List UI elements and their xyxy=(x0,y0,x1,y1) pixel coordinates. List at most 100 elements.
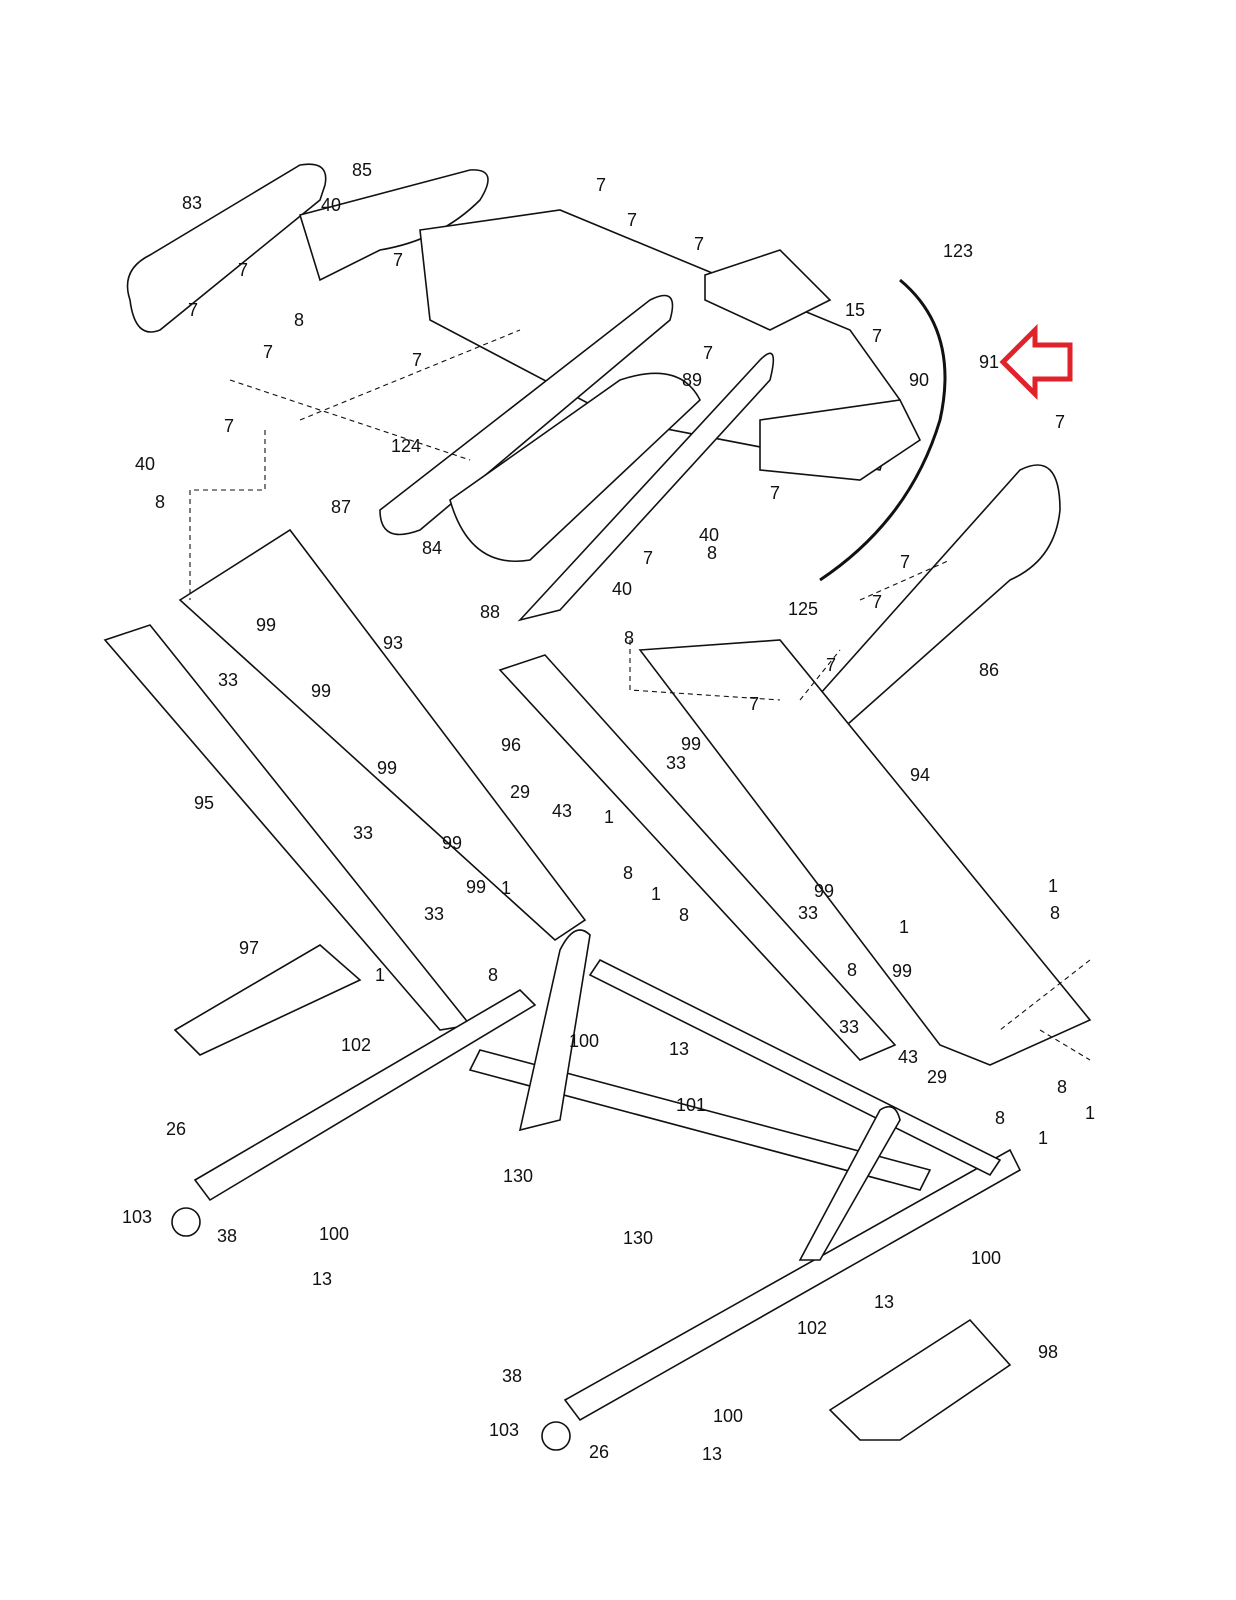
part-label-7: 7 xyxy=(694,234,704,254)
part-label-85: 85 xyxy=(352,160,372,180)
part-94 xyxy=(638,639,1092,1066)
part-label-8: 8 xyxy=(488,965,498,985)
part-label-124: 124 xyxy=(391,436,421,456)
part-label-7: 7 xyxy=(872,326,882,346)
part-right-upright-bracket xyxy=(798,1105,901,1261)
part-label-1: 1 xyxy=(1048,876,1058,896)
part-label-7: 7 xyxy=(393,250,403,270)
part-label-1: 1 xyxy=(501,878,511,898)
part-label-7: 7 xyxy=(263,342,273,362)
part-label-26: 26 xyxy=(166,1119,186,1139)
part-label-7: 7 xyxy=(749,694,759,714)
part-101-right-beam xyxy=(563,1148,1022,1422)
part-label-99: 99 xyxy=(892,961,912,981)
part-label-40: 40 xyxy=(321,195,341,215)
part-label-8: 8 xyxy=(155,492,165,512)
part-label-130: 130 xyxy=(503,1166,533,1186)
part-label-33: 33 xyxy=(839,1017,859,1037)
part-label-99: 99 xyxy=(442,833,462,853)
part-98 xyxy=(828,1318,1012,1441)
part-label-7: 7 xyxy=(703,343,713,363)
part-label-100: 100 xyxy=(319,1224,349,1244)
assembly-line xyxy=(189,329,521,600)
part-label-102: 102 xyxy=(341,1035,371,1055)
part-label-130: 130 xyxy=(623,1228,653,1248)
part-label-29: 29 xyxy=(510,782,530,802)
part-101-left-beam xyxy=(193,988,537,1202)
part-label-98: 98 xyxy=(1038,1342,1058,1362)
part-label-15: 15 xyxy=(845,300,865,320)
part-label-7: 7 xyxy=(1055,412,1065,432)
part-label-38: 38 xyxy=(502,1366,522,1386)
part-label-8: 8 xyxy=(679,905,689,925)
part-label-38: 38 xyxy=(217,1226,237,1246)
part-label-100: 100 xyxy=(713,1406,743,1426)
part-label-40: 40 xyxy=(612,579,632,599)
part-96 xyxy=(498,654,897,1061)
part-label-8: 8 xyxy=(707,543,717,563)
part-label-1: 1 xyxy=(604,807,614,827)
part-93 xyxy=(178,528,587,942)
part-label-40: 40 xyxy=(699,525,719,545)
part-label-7: 7 xyxy=(224,416,234,436)
part-97 xyxy=(173,944,362,1056)
part-label-99: 99 xyxy=(256,615,276,635)
part-label-101: 101 xyxy=(676,1095,706,1115)
part-label-8: 8 xyxy=(1057,1077,1067,1097)
part-label-8: 8 xyxy=(624,628,634,648)
part-label-7: 7 xyxy=(596,175,606,195)
frame-parts xyxy=(103,163,1092,1451)
part-84 xyxy=(449,372,701,562)
part-label-123: 123 xyxy=(943,241,973,261)
part-label-87: 87 xyxy=(331,497,351,517)
part-label-43: 43 xyxy=(898,1047,918,1067)
part-label-88: 88 xyxy=(480,602,500,622)
part-label-7: 7 xyxy=(627,210,637,230)
part-label-8: 8 xyxy=(1050,903,1060,923)
part-label-90: 90 xyxy=(909,370,929,390)
part-label-40: 40 xyxy=(135,454,155,474)
part-label-13: 13 xyxy=(669,1039,689,1059)
part-103-wheel-right xyxy=(541,1421,571,1451)
part-83 xyxy=(126,163,327,333)
part-left-upright-bracket xyxy=(518,929,591,1132)
part-label-33: 33 xyxy=(424,904,444,924)
part-label-7: 7 xyxy=(872,592,882,612)
part-label-125: 125 xyxy=(788,599,818,619)
part-label-100: 100 xyxy=(971,1248,1001,1268)
part-label-7: 7 xyxy=(188,300,198,320)
assembly-line xyxy=(629,559,951,701)
part-88 xyxy=(517,352,775,622)
part-103-wheel-left xyxy=(171,1207,201,1237)
part-label-99: 99 xyxy=(466,877,486,897)
part-label-103: 103 xyxy=(489,1420,519,1440)
part-label-26: 26 xyxy=(589,1442,609,1462)
assembly-line xyxy=(999,959,1091,1061)
part-label-7: 7 xyxy=(238,260,248,280)
part-label-97: 97 xyxy=(239,938,259,958)
part-label-100: 100 xyxy=(569,1031,599,1051)
part-label-95: 95 xyxy=(194,793,214,813)
part-label-89: 89 xyxy=(682,370,702,390)
part-label-7: 7 xyxy=(826,655,836,675)
part-label-7: 7 xyxy=(412,350,422,370)
part-label-99: 99 xyxy=(311,681,331,701)
part-label-91: 91 xyxy=(979,352,999,372)
part-label-86: 86 xyxy=(979,660,999,680)
part-label-33: 33 xyxy=(218,670,238,690)
part-label-7: 7 xyxy=(900,552,910,572)
part-label-33: 33 xyxy=(798,903,818,923)
part-label-29: 29 xyxy=(927,1067,947,1087)
part-label-7: 7 xyxy=(643,548,653,568)
part-label-99: 99 xyxy=(814,881,834,901)
part-label-8: 8 xyxy=(623,863,633,883)
part-91-cable xyxy=(819,278,947,582)
part-label-1: 1 xyxy=(899,917,909,937)
part-label-8: 8 xyxy=(847,960,857,980)
part-label-8: 8 xyxy=(995,1108,1005,1128)
part-console-plate xyxy=(704,249,832,331)
part-label-83: 83 xyxy=(182,193,202,213)
part-label-102: 102 xyxy=(797,1318,827,1338)
